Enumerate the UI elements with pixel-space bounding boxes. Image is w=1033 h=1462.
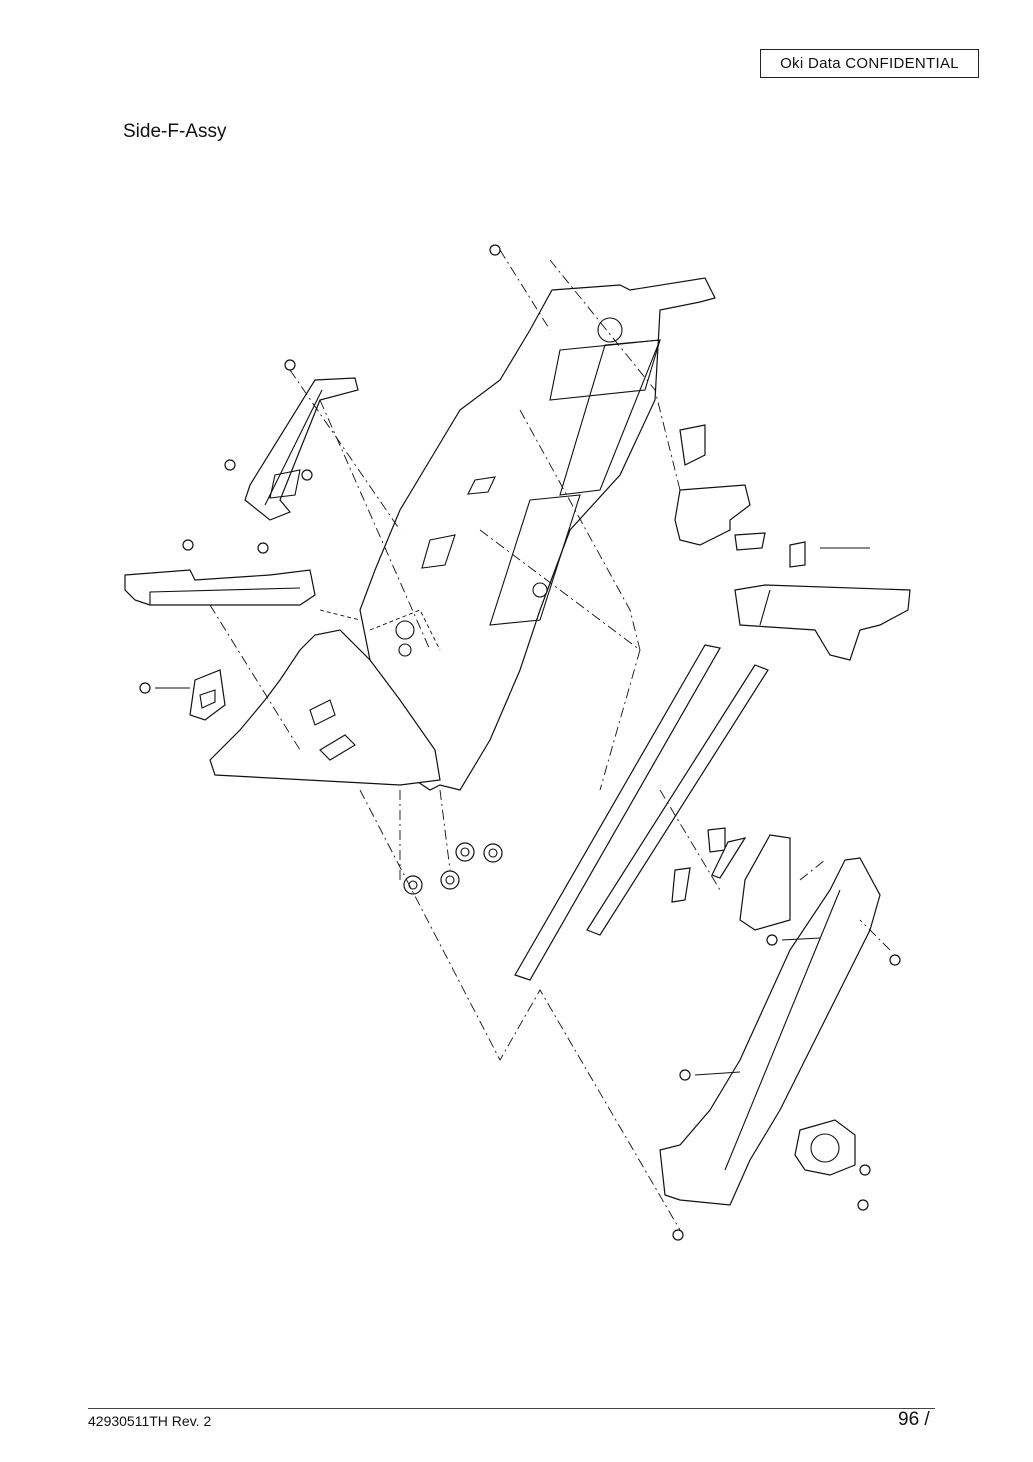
lower-side-frame bbox=[209, 629, 441, 786]
side-frame-main bbox=[359, 277, 716, 791]
screw-parts bbox=[139, 244, 901, 1241]
left-tray bbox=[124, 569, 316, 606]
right-cover bbox=[734, 584, 911, 661]
guide-lines bbox=[155, 249, 891, 1231]
gear-parts bbox=[403, 842, 503, 895]
confidential-label: Oki Data CONFIDENTIAL bbox=[760, 49, 979, 78]
sensor-assembly bbox=[674, 424, 870, 568]
document-number: 42930511TH Rev. 2 bbox=[88, 1413, 212, 1429]
section-title: Side-F-Assy bbox=[123, 121, 227, 142]
page-number: 96 / bbox=[898, 1409, 930, 1430]
footer-rule bbox=[88, 1408, 935, 1409]
exploded-parts-diagram bbox=[124, 244, 911, 1241]
fan-unit bbox=[794, 1119, 856, 1176]
guide-rails bbox=[514, 644, 769, 981]
small-mount-bracket bbox=[189, 669, 226, 721]
upper-rail-bracket bbox=[244, 377, 359, 521]
center-mechanism bbox=[671, 827, 791, 931]
lower-right-frame bbox=[659, 857, 881, 1206]
